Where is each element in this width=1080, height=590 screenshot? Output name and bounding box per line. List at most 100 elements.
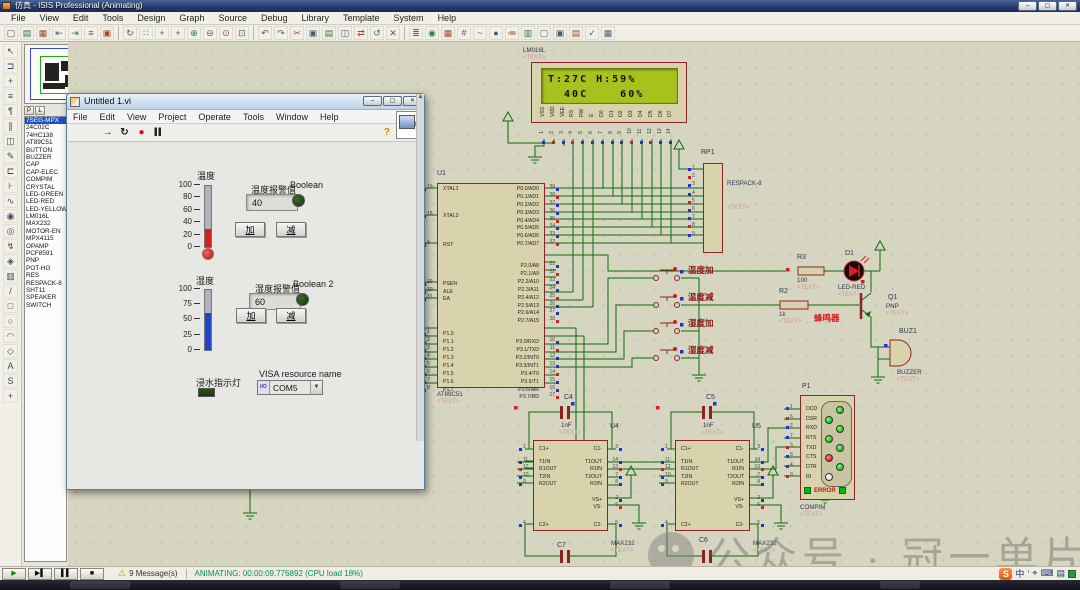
- block-delete-icon[interactable]: ✕: [386, 26, 400, 40]
- device-list-item[interactable]: OPAMP: [25, 243, 66, 250]
- menu-item[interactable]: System: [387, 13, 431, 23]
- message-count[interactable]: 9 Message(s): [129, 569, 177, 578]
- ime-keyboard-icon[interactable]: ⌨: [1040, 568, 1053, 579]
- stop-button[interactable]: ■: [80, 568, 104, 580]
- menu-item[interactable]: File: [67, 112, 94, 122]
- print-design-icon[interactable]: ≡: [84, 26, 98, 40]
- new-design-icon[interactable]: ▢: [4, 26, 18, 40]
- ime-punctuation-icon[interactable]: ’: [1027, 569, 1029, 579]
- device-list-item[interactable]: LM016L: [25, 213, 66, 220]
- menu-item[interactable]: File: [4, 13, 33, 23]
- pause-button[interactable]: ▌▌: [150, 125, 167, 140]
- device-list-item[interactable]: RES: [25, 272, 66, 279]
- ime-chinese-icon[interactable]: 中: [1015, 567, 1024, 580]
- instant-edit-icon[interactable]: ✎: [3, 149, 18, 163]
- copy-icon[interactable]: ▣: [306, 26, 320, 40]
- minimize-button[interactable]: –: [1018, 1, 1037, 11]
- menu-item[interactable]: Tools: [237, 112, 270, 122]
- wire-label-icon[interactable]: ≡: [3, 89, 18, 103]
- run-button[interactable]: →: [99, 125, 116, 140]
- dropdown-arrow-icon[interactable]: ▼: [310, 381, 322, 394]
- zoom-area-icon[interactable]: ⊡: [235, 26, 249, 40]
- pick-device-icon[interactable]: ≣: [409, 26, 423, 40]
- menu-item[interactable]: Debug: [254, 13, 295, 23]
- decompose-icon[interactable]: #: [457, 26, 471, 40]
- device-list-item[interactable]: PCF8591: [25, 250, 66, 257]
- junction-dot-icon[interactable]: +: [3, 74, 18, 88]
- make-device-icon[interactable]: ◉: [425, 26, 439, 40]
- device-list-item[interactable]: CRYSTAL: [25, 184, 66, 191]
- temp-dec-button[interactable]: 减: [276, 222, 306, 237]
- device-list-item[interactable]: MAX232: [25, 220, 66, 227]
- taskbar-item[interactable]: [70, 581, 130, 589]
- block-copy-icon[interactable]: ◫: [338, 26, 352, 40]
- water-indicator-led[interactable]: [198, 388, 215, 397]
- device-list-item[interactable]: SWITCH: [25, 302, 66, 309]
- toggle-grid-icon[interactable]: ∷: [139, 26, 153, 40]
- device-list-item[interactable]: AT89C51: [25, 139, 66, 146]
- electrical-check-icon[interactable]: ✓: [585, 26, 599, 40]
- play-button[interactable]: ▶: [2, 568, 26, 580]
- tray-green-icon[interactable]: [1068, 570, 1076, 578]
- rp1-respack[interactable]: 123456789: [703, 163, 723, 253]
- menu-item[interactable]: Edit: [94, 112, 122, 122]
- line-2d-icon[interactable]: /: [3, 284, 18, 298]
- labview-window[interactable]: Untitled 1.vi –▢✕ FileEditViewProjectOpe…: [66, 93, 425, 490]
- device-list-item[interactable]: LED-YELLOW: [25, 206, 66, 213]
- device-list-item[interactable]: POT-HG: [25, 265, 66, 272]
- box-2d-icon[interactable]: □: [3, 299, 18, 313]
- netlist-to-ares-icon[interactable]: ▦: [601, 26, 615, 40]
- temp-alarm-input[interactable]: [246, 194, 298, 211]
- search-tag-icon[interactable]: ●: [489, 26, 503, 40]
- menu-item[interactable]: Library: [295, 13, 337, 23]
- humidity-thermometer[interactable]: 1007550250: [166, 288, 236, 368]
- arc-2d-icon[interactable]: ◠: [3, 329, 18, 343]
- tape-recorder-icon[interactable]: ◉: [3, 209, 18, 223]
- design-explorer-icon[interactable]: ▥: [521, 26, 535, 40]
- temp-inc-button[interactable]: 加: [235, 222, 265, 237]
- paste-icon[interactable]: ▤: [322, 26, 336, 40]
- taskbar-item[interactable]: [880, 581, 920, 589]
- menu-item[interactable]: Project: [152, 112, 192, 122]
- sogou-ime-icon[interactable]: S: [999, 568, 1012, 580]
- component-mode-icon[interactable]: ⊐: [3, 59, 18, 73]
- new-sheet-icon[interactable]: ▢: [537, 26, 551, 40]
- selection-pointer-icon[interactable]: ↖: [3, 44, 18, 58]
- zoom-in-icon[interactable]: ⊕: [187, 26, 201, 40]
- save-design-icon[interactable]: ▦: [36, 26, 50, 40]
- redraw-icon[interactable]: ↻: [123, 26, 137, 40]
- text-2d-icon[interactable]: A: [3, 359, 18, 373]
- selector-tab[interactable]: L: [35, 106, 45, 115]
- generator-mode-icon[interactable]: ◎: [3, 224, 18, 238]
- close-button[interactable]: ✕: [1058, 1, 1077, 11]
- terminals-mode-icon[interactable]: ⊏: [3, 164, 18, 178]
- undo-icon[interactable]: ↶: [258, 26, 272, 40]
- block-rotate-icon[interactable]: ↺: [370, 26, 384, 40]
- cut-icon[interactable]: ✂: [290, 26, 304, 40]
- menu-item[interactable]: Tools: [95, 13, 130, 23]
- remove-sheet-icon[interactable]: ▣: [553, 26, 567, 40]
- packaging-tool-icon[interactable]: ▦: [441, 26, 455, 40]
- ime-toolbox-icon[interactable]: ▤: [1056, 568, 1065, 579]
- menu-item[interactable]: View: [33, 13, 66, 23]
- device-list-item[interactable]: MPX4115: [25, 235, 66, 242]
- u5-max232[interactable]: 1C1+ 11T1IN12R1OUT10T2IN9R2OUT 4C2+ 3C1-…: [675, 440, 750, 531]
- pan-icon[interactable]: +: [171, 26, 185, 40]
- device-pins-icon[interactable]: ⊦: [3, 179, 18, 193]
- subcircuit-icon[interactable]: ◫: [3, 134, 18, 148]
- redo-icon[interactable]: ↷: [274, 26, 288, 40]
- menu-item[interactable]: View: [121, 112, 152, 122]
- taskbar-item[interactable]: [340, 581, 400, 589]
- device-list-item[interactable]: BUZZER: [25, 154, 66, 161]
- zoom-all-icon[interactable]: ⊙: [219, 26, 233, 40]
- symbol-2d-icon[interactable]: S: [3, 374, 18, 388]
- import-section-icon[interactable]: ⇤: [52, 26, 66, 40]
- virtual-instruments-icon[interactable]: ▥: [3, 269, 18, 283]
- graph-mode-icon[interactable]: ∿: [3, 194, 18, 208]
- device-list-item[interactable]: CAP-ELEC: [25, 169, 66, 176]
- hum-dec-button[interactable]: 减: [276, 308, 306, 323]
- export-section-icon[interactable]: ⇥: [68, 26, 82, 40]
- labview-vscrollbar[interactable]: ▲: [416, 94, 424, 441]
- markers-2d-icon[interactable]: +: [3, 389, 18, 403]
- device-list-item[interactable]: 7SEG-MPX: [25, 117, 66, 124]
